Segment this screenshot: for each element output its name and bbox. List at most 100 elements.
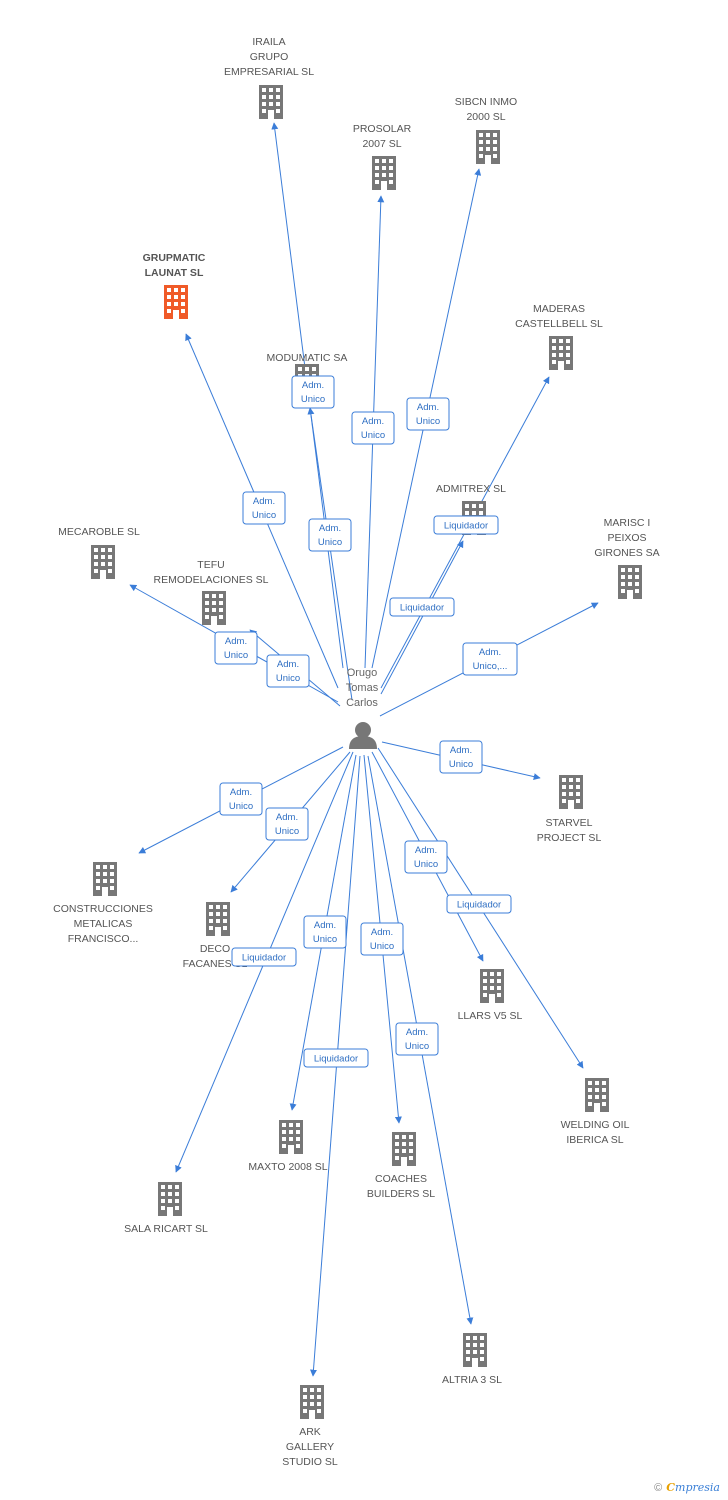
- company-name: LLARS V5 SL: [458, 1010, 523, 1022]
- building-icon: [91, 545, 115, 579]
- company-node-altria[interactable]: ALTRIA 3 SL: [442, 1333, 502, 1386]
- edge-label-llars[interactable]: Adm.Unico: [404, 840, 448, 874]
- edge-label-text: Adm.Unico: [416, 402, 440, 427]
- edge-label-maxto[interactable]: Adm.Unico: [303, 915, 347, 949]
- edge-label-coaches[interactable]: Adm.Unico: [360, 922, 404, 956]
- building-icon: [549, 336, 573, 370]
- edge-admitrex: [380, 540, 464, 695]
- building-icon: [206, 902, 230, 936]
- edge-label-altria[interactable]: Adm.Unico: [395, 1022, 439, 1056]
- person-icon: [349, 722, 377, 749]
- building-icon: [559, 775, 583, 809]
- building-icon: [476, 130, 500, 164]
- edge-label-mecaroble[interactable]: Adm.Unico: [214, 631, 258, 665]
- edge-label-text: Liquidador: [444, 521, 488, 532]
- building-icon: [480, 969, 504, 1003]
- edge-label-sala[interactable]: Liquidador: [231, 947, 297, 967]
- copyright-symbol: ©: [654, 1482, 663, 1494]
- edge-label-iraila[interactable]: Adm.Unico: [291, 375, 335, 409]
- edge-label-admitrex[interactable]: Liquidador: [433, 515, 499, 535]
- building-icon: [585, 1078, 609, 1112]
- footer-brand[interactable]: ©Cmpresia: [654, 1481, 720, 1494]
- edge-label-starvel[interactable]: Adm.Unico: [439, 740, 483, 774]
- edge-label-construcciones[interactable]: Adm.Unico: [219, 782, 263, 816]
- building-icon: [392, 1132, 416, 1166]
- edge-label-text: Adm.Unico: [229, 787, 253, 812]
- company-name: MAXTO 2008 SL: [248, 1161, 327, 1173]
- edge-label-text: Adm.Unico: [414, 845, 438, 870]
- building-icon: [202, 591, 226, 625]
- edge-label-sibcn[interactable]: Adm.Unico: [406, 397, 450, 431]
- edge-label-deco[interactable]: Adm.Unico: [265, 807, 309, 841]
- edge-label-text: Adm.Unico: [361, 416, 385, 441]
- edge-label-modumatic[interactable]: Adm.Unico: [308, 518, 352, 552]
- edge-label-text: Adm.Unico: [252, 496, 276, 521]
- brand-logo: Cmpresia: [666, 1481, 720, 1494]
- company-node-modumatic[interactable]: MODUMATIC SA: [267, 352, 348, 398]
- edges-layer: [129, 122, 599, 1377]
- company-node-llars[interactable]: LLARS V5 SL: [458, 969, 523, 1022]
- building-icon: [300, 1385, 324, 1419]
- edge-label-text: Adm.Unico: [318, 523, 342, 548]
- building-icon: [463, 1333, 487, 1367]
- edge-label-text: Adm.Unico: [276, 659, 300, 684]
- edge-label-text: Adm.Unico: [313, 920, 337, 945]
- edge-modumatic: [307, 407, 353, 701]
- edge-label-prosolar[interactable]: Adm.Unico: [351, 411, 395, 445]
- company-name: ADMITREX SL: [436, 483, 506, 495]
- company-node-admitrex[interactable]: ADMITREX SL: [436, 483, 506, 535]
- edge-label-welding[interactable]: Liquidador: [446, 894, 512, 914]
- edge-label-text: Adm.Unico: [301, 380, 325, 405]
- edge-label-text: Liquidador: [400, 603, 444, 614]
- edge-label-grupmatic[interactable]: Adm.Unico: [242, 491, 286, 525]
- edge-label-tefu[interactable]: Adm.Unico: [266, 654, 310, 688]
- building-icon: [158, 1182, 182, 1216]
- edge-label-marisc[interactable]: Adm.Unico,...: [462, 642, 518, 676]
- building-icon: [279, 1120, 303, 1154]
- edge-label-text: Adm.Unico: [449, 745, 473, 770]
- edge-label-text: Liquidador: [457, 900, 501, 911]
- edge-label-maderas[interactable]: Liquidador: [389, 597, 455, 617]
- edge-label-text: Liquidador: [242, 953, 286, 964]
- edge-label-text: Adm.Unico: [275, 812, 299, 837]
- building-icon: [93, 862, 117, 896]
- company-node-mecaroble[interactable]: MECAROBLE SL: [58, 526, 140, 579]
- building-icon: [259, 85, 283, 119]
- company-node-sala[interactable]: SALA RICART SL: [124, 1182, 208, 1235]
- building-icon: [164, 285, 188, 319]
- edge-label-text: Adm.Unico: [370, 927, 394, 952]
- edge-label-ark[interactable]: Liquidador: [303, 1048, 369, 1068]
- company-name: MECAROBLE SL: [58, 526, 140, 538]
- edge-label-text: Adm.Unico: [405, 1027, 429, 1052]
- building-icon: [618, 565, 642, 599]
- company-node-maxto[interactable]: MAXTO 2008 SL: [248, 1120, 328, 1173]
- company-name: MODUMATIC SA: [267, 352, 348, 364]
